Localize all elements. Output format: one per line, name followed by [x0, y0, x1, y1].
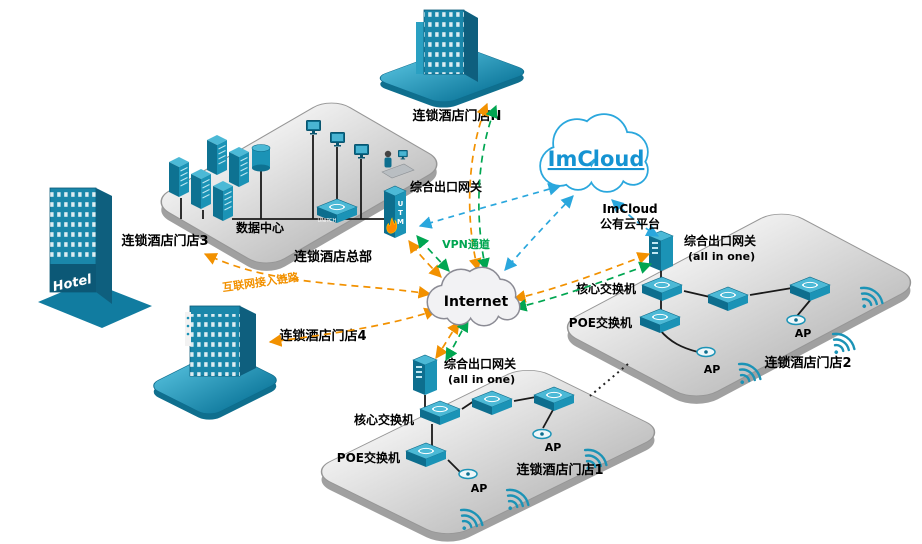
wireless-ap	[458, 468, 478, 480]
store-n-platform	[379, 48, 525, 108]
store-1-platform	[320, 370, 656, 542]
admin-desk	[381, 149, 415, 179]
building-store-4	[185, 305, 256, 377]
server-rack	[168, 156, 190, 198]
wireless-ap	[696, 346, 716, 358]
store-n-label: 连锁酒店门店N	[413, 108, 502, 124]
gateway-allinone-store1	[412, 354, 438, 396]
utm-letter-t: T	[398, 209, 403, 217]
store-3-base	[38, 281, 152, 328]
imcloud-platform-label: 公有云平台	[600, 216, 660, 231]
server-rack	[190, 168, 212, 210]
core-switch-label-store1: 核心交换机	[354, 412, 414, 427]
ap-label: AP	[471, 482, 488, 495]
building-store-n	[416, 9, 478, 82]
database-cylinder	[251, 144, 271, 172]
hq-gateway-label: 综合出口网关	[410, 179, 482, 194]
hq-core-switch: UNITCH	[316, 198, 358, 224]
store-2-label: 连锁酒店门店2	[764, 355, 851, 371]
wireless-ap	[532, 428, 552, 440]
flame-icon	[386, 217, 398, 234]
imcloud-brand-label: ImCloud	[548, 147, 645, 171]
gateway-allinone-store2	[648, 230, 674, 272]
store-1-label: 连锁酒店门店1	[516, 462, 603, 478]
vpn-tunnel-label: VPN通道	[442, 237, 490, 251]
site-to-site-dotted-link	[589, 363, 629, 397]
server-rack	[212, 180, 234, 222]
server-rack	[228, 146, 250, 188]
internet-label: Internet	[444, 294, 509, 310]
wireless-ap	[786, 314, 806, 326]
utm-gateway-device: U T M	[383, 185, 407, 238]
gateway-label-store1-line1: 综合出口网关	[444, 356, 516, 371]
core-switch-label-store2: 核心交换机	[576, 281, 636, 296]
building-store-3: Hotel	[49, 187, 112, 304]
gateway-label-store2-line2: (all in one)	[688, 250, 755, 263]
store2-wiring	[659, 270, 813, 353]
hq-label: 连锁酒店总部	[294, 249, 372, 265]
datacenter-label: 数据中心	[236, 220, 284, 235]
gateway-label-store1-line2: (all in one)	[448, 373, 515, 386]
store-3-label: 连锁酒店门店3	[121, 233, 208, 249]
imcloud-name-label: ImCloud	[602, 202, 657, 216]
ap-label: AP	[795, 327, 812, 340]
ap-label: AP	[545, 441, 562, 454]
imcloud-cloud: ImCloud	[539, 113, 649, 193]
server-rack	[206, 134, 228, 176]
cloud-links	[418, 183, 660, 271]
gateway-label-store2-line1: 综合出口网关	[684, 233, 756, 248]
utm-letter-m: M	[397, 218, 404, 226]
ap-label: AP	[704, 363, 721, 376]
poe-switch-label-store2: POE交换机	[569, 315, 632, 330]
poe-switch-label-store1: POE交换机	[337, 450, 400, 465]
switch-brand-label: UNITCH	[318, 218, 337, 224]
internet-cloud: Internet	[426, 266, 521, 327]
utm-letter-u: U	[398, 200, 404, 208]
